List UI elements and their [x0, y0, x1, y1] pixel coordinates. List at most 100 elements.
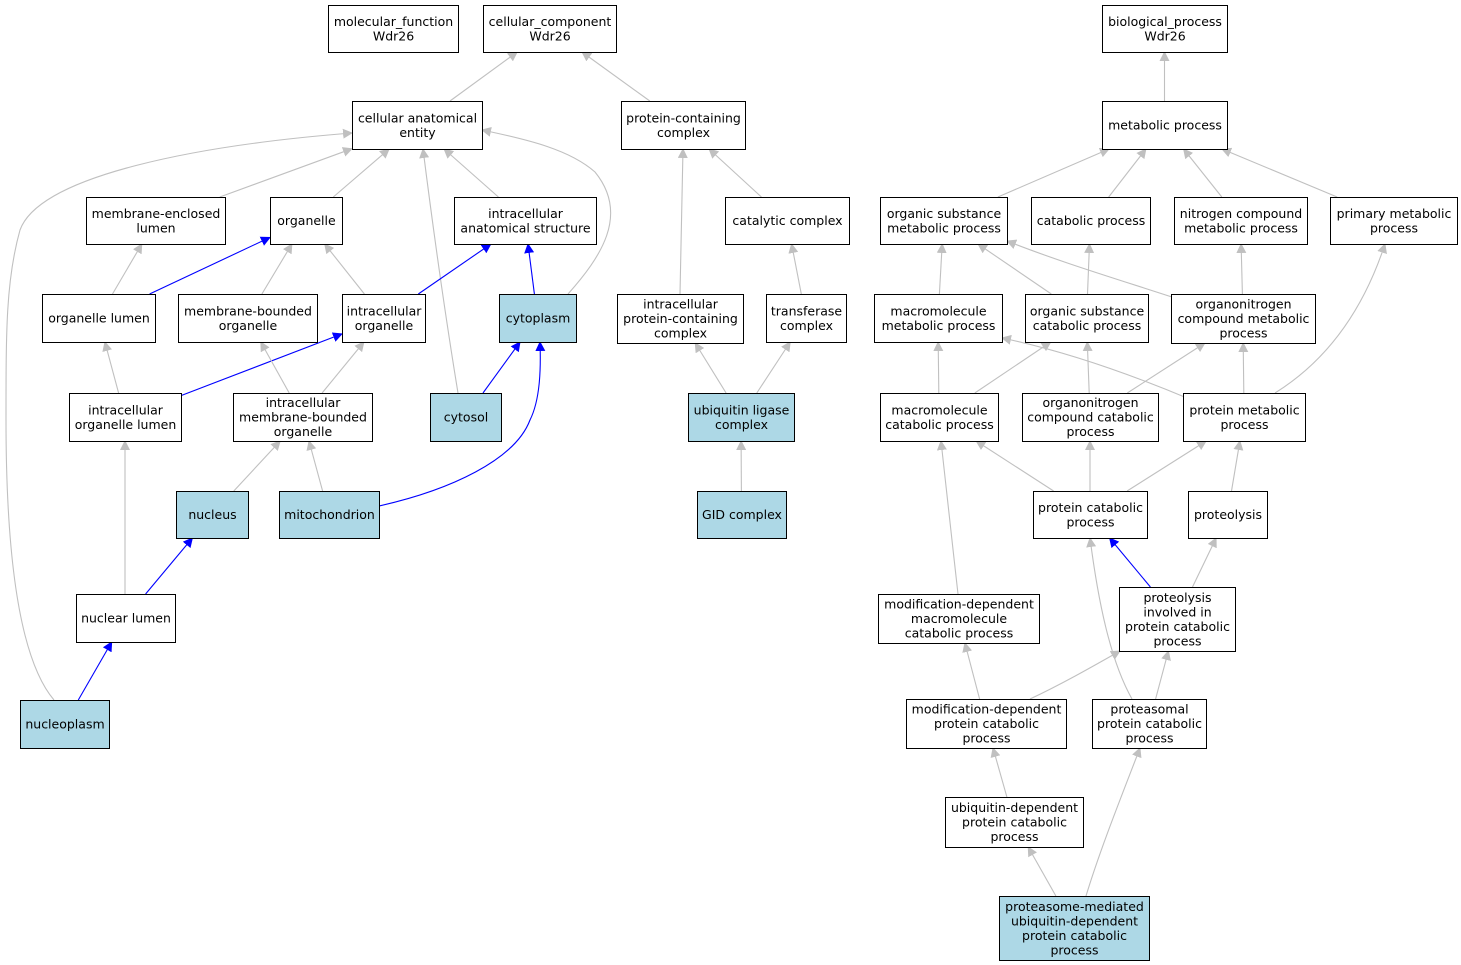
node-box: [233, 393, 373, 442]
edge-cat-to-pcc: [708, 148, 762, 198]
node-label-line: organonitrogen: [1042, 395, 1138, 410]
node-box: [874, 294, 1003, 343]
node-label-line: proteolysis: [1143, 590, 1211, 605]
node-box: [1025, 294, 1149, 343]
node-label-line: organelle lumen: [75, 417, 177, 432]
edge-line: [417, 243, 492, 295]
node-label-line: macromolecule: [890, 303, 986, 318]
node-label-line: process: [1066, 424, 1114, 439]
node-box: [617, 294, 744, 344]
node-label-line: catalytic complex: [732, 213, 842, 228]
node-label-line: catabolic process: [1033, 318, 1142, 333]
edge-line: [443, 148, 499, 198]
node-label-line: proteasomal: [1110, 702, 1188, 717]
node-box: [328, 5, 459, 53]
edge-ncmp-to-mp: [1182, 148, 1223, 198]
edge-line: [1236, 243, 1247, 295]
node-label-line: intracellular: [347, 303, 423, 318]
node-gid: GID complex: [697, 491, 787, 539]
node-np: nucleoplasm: [20, 700, 110, 749]
node-label-line: process: [1050, 942, 1098, 957]
edge-np-to-nl: [77, 641, 113, 701]
edge-line: [1001, 334, 1188, 399]
edge-line: [378, 341, 546, 507]
nodes-layer: molecular_functionWdr26cellular_componen…: [20, 5, 1458, 961]
edge-line: [708, 148, 762, 198]
node-label-line: intracellular: [643, 297, 719, 312]
node-label-line: membrane-bounded: [184, 303, 312, 318]
node-cat: catalytic complex: [725, 197, 850, 245]
node-box: [69, 393, 182, 442]
edge-mdpcp-to-pipcp: [1029, 650, 1121, 700]
node-label-line: protein catabolic: [934, 716, 1039, 731]
node-label-line: protein catabolic: [1038, 500, 1143, 515]
edge-line: [180, 332, 343, 397]
edge-line: [1230, 440, 1244, 492]
edge-line: [324, 243, 365, 295]
node-mp: metabolic process: [1102, 101, 1228, 150]
edge-line: [261, 243, 293, 295]
node-label-line: metabolic process: [1184, 220, 1298, 235]
node-label-line: protein catabolic: [1097, 716, 1202, 731]
edge-mbo-to-org: [261, 243, 293, 295]
node-box: [1174, 197, 1308, 245]
edge-line: [449, 51, 519, 102]
edge-mito-to-cyto: [378, 341, 546, 507]
edge-nuc-to-imbo: [233, 440, 281, 492]
edge-line: [933, 341, 944, 394]
node-label-line: intracellular: [88, 402, 164, 417]
node-box: [725, 197, 850, 245]
edge-ppcp-to-pipcp: [1155, 650, 1171, 700]
node-label-line: metabolic process: [1108, 118, 1222, 133]
node-box: [342, 294, 426, 343]
node-label-line: nitrogen compound: [1180, 206, 1302, 221]
edge-line: [1082, 341, 1093, 394]
edge-line: [977, 243, 1052, 295]
node-box: [906, 699, 1067, 749]
edge-orgl-to-mel: [112, 243, 143, 295]
node-box: [1092, 699, 1207, 749]
node-box: [1183, 393, 1306, 442]
edge-mito-to-imbo: [306, 440, 324, 492]
node-label-line: mitochondrion: [284, 507, 375, 522]
node-label-line: lumen: [136, 220, 175, 235]
edge-line: [1108, 537, 1151, 588]
node-label-line: nuclear lumen: [81, 611, 171, 626]
edge-line: [694, 342, 727, 394]
node-box: [999, 896, 1150, 961]
edge-prot-to-prmp: [1230, 440, 1244, 492]
edge-line: [1086, 537, 1133, 700]
node-label-line: complex: [654, 326, 707, 341]
node-cyto: cytoplasm: [499, 294, 577, 343]
node-box: [878, 594, 1040, 644]
node-box: [880, 197, 1008, 245]
node-label-line: catabolic process: [1037, 213, 1146, 228]
edge-line: [332, 148, 390, 198]
edge-onccp-to-oscp: [1082, 341, 1093, 394]
node-label-line: Wdr26: [529, 28, 570, 43]
node-box: [178, 294, 318, 343]
edge-imbo-to-mbo: [260, 341, 290, 394]
edge-line: [1155, 650, 1171, 700]
edge-line: [1274, 243, 1387, 394]
edge-line: [974, 341, 1052, 394]
node-label-line: primary metabolic: [1337, 206, 1452, 221]
edge-oncmp-to-osmp: [1006, 239, 1176, 299]
node-label-line: protein catabolic: [1022, 928, 1127, 943]
edge-oscp-to-osmp: [977, 243, 1052, 295]
node-box: [454, 197, 597, 245]
node-box: [176, 491, 249, 539]
node-label-line: Wdr26: [373, 28, 414, 43]
node-label-line: GID complex: [702, 507, 782, 522]
